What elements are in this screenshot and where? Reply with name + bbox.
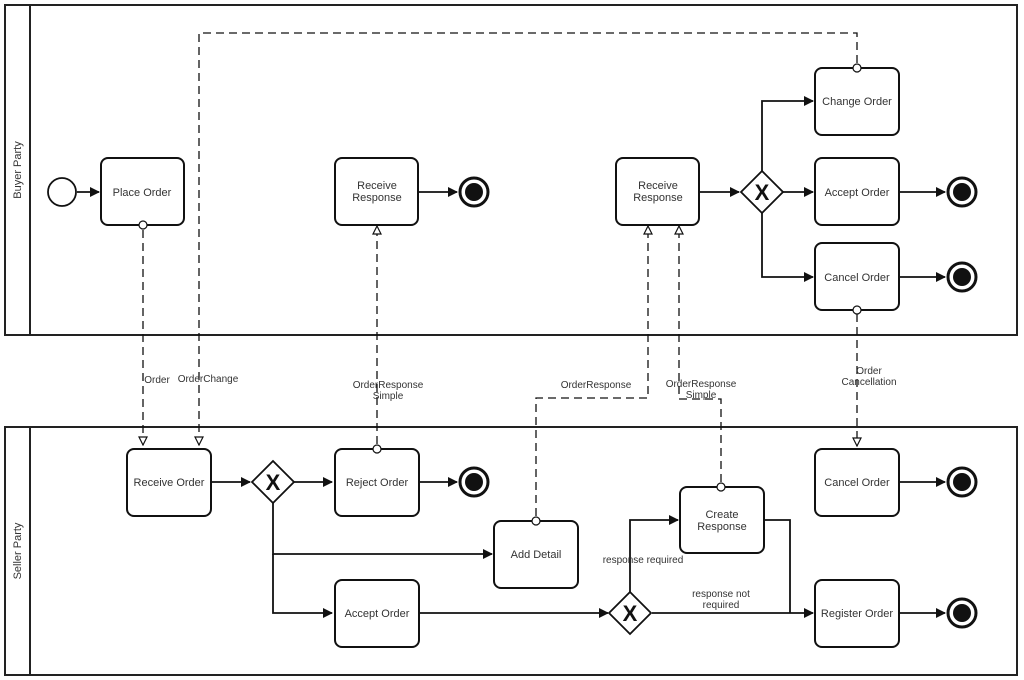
flow-gateway-to-cancel-order bbox=[761, 213, 814, 282]
flow-gateway-to-create-response bbox=[629, 515, 679, 592]
message-flow-order-response-simple-2 bbox=[679, 226, 722, 482]
flow-gateway-to-accept-order bbox=[272, 554, 333, 618]
condition-response-required: response required bbox=[603, 555, 684, 566]
task-label-line1: Receive bbox=[357, 180, 397, 192]
task-reject-order[interactable]: Reject Order bbox=[334, 448, 420, 517]
gateway-x-icon: X bbox=[623, 601, 638, 626]
task-add-detail[interactable]: Add Detail bbox=[493, 520, 579, 589]
message-flow-order-change bbox=[199, 32, 858, 445]
task-place-order[interactable]: Place Order bbox=[100, 157, 185, 226]
task-label: Accept Order bbox=[825, 187, 890, 199]
exclusive-gateway[interactable]: X bbox=[739, 169, 785, 215]
message-label-order: Order bbox=[144, 375, 170, 386]
task-receive-order[interactable]: Receive Order bbox=[126, 448, 212, 517]
message-label-order-response-simple-1-line1: OrderResponse bbox=[353, 380, 424, 391]
task-cancel-order-seller[interactable]: Cancel Order bbox=[814, 448, 900, 517]
task-accept-order-buyer[interactable]: Accept Order bbox=[814, 157, 900, 226]
task-accept-order-seller[interactable]: Accept Order bbox=[334, 579, 420, 648]
buyer-pool-label: Buyer Party bbox=[12, 141, 24, 199]
gateway-x-icon: X bbox=[266, 470, 281, 495]
message-label-order-response: OrderResponse bbox=[561, 380, 632, 391]
exclusive-gateway[interactable]: X bbox=[250, 459, 296, 505]
message-label-order-change: OrderChange bbox=[178, 374, 239, 385]
end-event[interactable] bbox=[946, 466, 978, 498]
condition-response-not-required-line2: required bbox=[703, 600, 740, 611]
task-label: Reject Order bbox=[346, 477, 409, 489]
task-label-line2: Response bbox=[697, 521, 747, 533]
task-cancel-order-buyer[interactable]: Cancel Order bbox=[814, 242, 900, 311]
task-receive-response-1[interactable]: Receive Response bbox=[334, 157, 419, 226]
task-label-line2: Response bbox=[352, 192, 402, 204]
task-create-response[interactable]: Create Response bbox=[679, 486, 765, 554]
task-receive-response-2[interactable]: Receive Response bbox=[615, 157, 700, 226]
message-label-order-cancellation-line2: Cancellation bbox=[841, 377, 896, 388]
message-label-order-response-simple-2-line1: OrderResponse bbox=[666, 379, 737, 390]
end-event[interactable] bbox=[946, 261, 978, 293]
message-source-dot bbox=[138, 220, 148, 230]
message-label-order-cancellation-line1: Order bbox=[856, 366, 882, 377]
task-label: Register Order bbox=[821, 608, 893, 620]
task-label: Cancel Order bbox=[824, 477, 890, 489]
end-event[interactable] bbox=[458, 466, 490, 498]
task-label: Accept Order bbox=[345, 608, 410, 620]
message-flow-order-response bbox=[535, 226, 648, 516]
exclusive-gateway[interactable]: X bbox=[607, 590, 653, 636]
condition-response-not-required-line1: response not bbox=[692, 589, 750, 600]
task-label: Receive Order bbox=[134, 477, 205, 489]
task-label: Add Detail bbox=[511, 549, 562, 561]
message-source-dot bbox=[531, 516, 541, 526]
task-label: Change Order bbox=[822, 96, 892, 108]
message-source-dot bbox=[852, 305, 862, 315]
end-event[interactable] bbox=[946, 597, 978, 629]
task-register-order[interactable]: Register Order bbox=[814, 579, 900, 648]
start-event[interactable] bbox=[47, 177, 77, 207]
flow-create-response-to-register-order bbox=[764, 519, 791, 613]
message-source-dot bbox=[852, 63, 862, 73]
message-label-order-response-simple-1-line2: Simple bbox=[373, 391, 404, 402]
task-label: Cancel Order bbox=[824, 272, 890, 284]
end-event[interactable] bbox=[946, 176, 978, 208]
end-event[interactable] bbox=[458, 176, 490, 208]
message-source-dot bbox=[716, 482, 726, 492]
flow-gateway-to-change-order bbox=[761, 96, 814, 172]
message-label-order-response-simple-2-line2: Simple bbox=[686, 390, 717, 401]
task-label-line1: Receive bbox=[638, 180, 678, 192]
task-label-line1: Create bbox=[705, 509, 738, 521]
message-source-dot bbox=[372, 444, 382, 454]
task-change-order[interactable]: Change Order bbox=[814, 67, 900, 136]
gateway-x-icon: X bbox=[755, 180, 770, 205]
task-label-line2: Response bbox=[633, 192, 683, 204]
seller-pool-label: Seller Party bbox=[12, 522, 24, 579]
task-label: Place Order bbox=[113, 187, 172, 199]
